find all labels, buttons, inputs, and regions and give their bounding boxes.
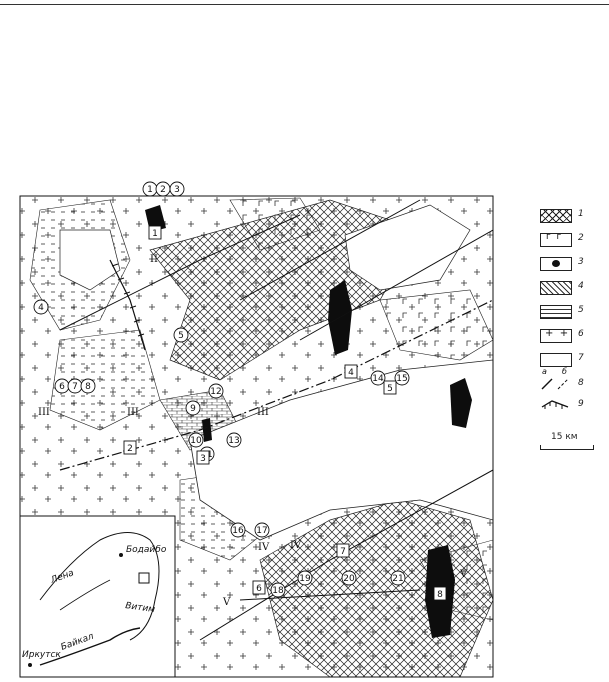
legend-label-3: 3 [578, 257, 584, 267]
inset-map [19, 515, 176, 678]
site-circle-label-21: 21 [392, 574, 403, 584]
site-circle-label-12: 12 [210, 387, 221, 397]
inset-place-2: Витим [125, 601, 156, 615]
inset-location-box [138, 572, 150, 584]
legend-label-8: 8 [578, 378, 584, 388]
legend-sub-a: а [542, 367, 547, 376]
site-circle-4 [33, 299, 49, 315]
legend-label-6: 6 [578, 329, 584, 339]
legend-sub-b: б [562, 367, 567, 376]
site-circle-label-8: 8 [85, 382, 91, 392]
legend-swatch-3 [540, 257, 572, 271]
legend-swatch-2: г г [540, 232, 572, 247]
site-circle-21 [390, 570, 406, 586]
circled-site-labels: 123456789101112131415161718192021 [33, 181, 410, 598]
legend-label-7: 7 [578, 353, 584, 363]
site-circle-label-7: 7 [72, 382, 78, 392]
site-circle-label-14: 14 [372, 374, 384, 384]
inset-place-3: Иркутск [22, 650, 61, 660]
site-circle-16 [230, 522, 246, 538]
legend-label-9: 9 [578, 399, 584, 409]
site-circle-9 [185, 400, 201, 416]
site-box-label-7: 7 [340, 547, 346, 557]
site-circle-label-20: 20 [343, 574, 355, 584]
inset-town-dot [119, 553, 123, 557]
site-circle-label-19: 19 [299, 574, 311, 584]
zone-label-II-0: II [150, 254, 158, 265]
site-box-8 [433, 586, 447, 601]
site-circle-19 [297, 570, 313, 586]
site-circle-10 [188, 432, 204, 448]
site-box-label-3: 3 [200, 454, 206, 464]
zone-label-V-7: V [459, 569, 468, 580]
legend-swatch-5 [540, 305, 572, 319]
site-circle-14 [370, 370, 386, 386]
zone-label-V-6: V [222, 597, 231, 608]
page-top-rule [0, 4, 609, 5]
unit3-body-east [450, 378, 472, 428]
site-circle-label-9: 9 [190, 404, 196, 414]
site-circle-15 [394, 370, 410, 386]
zone-label-III-1: III [38, 407, 50, 418]
site-box-5 [383, 380, 397, 395]
zone-label-IV-4: IV [258, 542, 270, 553]
site-circle-13 [226, 432, 242, 448]
site-circle-12 [208, 383, 224, 399]
legend-label-1: 1 [578, 209, 584, 219]
site-circle-label-15: 15 [396, 374, 407, 384]
site-circle-label-17: 17 [256, 526, 267, 536]
site-circle-label-3: 3 [174, 185, 180, 195]
map-frame [19, 195, 494, 678]
legend-label-4: 4 [578, 281, 584, 291]
site-circle-label-1: 1 [147, 185, 153, 195]
site-box-3 [196, 450, 210, 465]
site-circle-8 [80, 378, 96, 394]
legend-swatch-4 [540, 281, 572, 295]
site-circle-label-5: 5 [178, 331, 184, 341]
legend-label-2: 2 [578, 233, 584, 243]
legend-swatch-8 [541, 378, 569, 390]
inset-place-1: Бодайбо [126, 545, 167, 555]
site-box-label-5: 5 [387, 384, 393, 394]
unit7-central-area [189, 359, 493, 541]
site-box-label-1: 1 [152, 229, 158, 239]
site-circle-label-10: 10 [190, 436, 202, 446]
site-box-label-4: 4 [348, 368, 354, 378]
site-circle-20 [341, 570, 357, 586]
site-circle-label-2: 2 [160, 185, 166, 195]
site-box-1 [148, 225, 162, 240]
site-circle-label-16: 16 [232, 526, 244, 536]
legend-label-5: 5 [578, 305, 584, 315]
site-box-label-6: 6 [256, 584, 262, 594]
site-box-6 [252, 580, 266, 595]
site-box-4 [344, 364, 358, 379]
site-circle-label-13: 13 [228, 436, 239, 446]
site-circle-3 [169, 181, 185, 197]
legend-swatch-1 [540, 209, 572, 223]
zone-label-III-3: III [257, 407, 269, 418]
site-box-7 [336, 543, 350, 558]
zone-label-III-2: III [127, 407, 139, 418]
legend-swatch-9 [541, 400, 569, 409]
site-circle-17 [254, 522, 270, 538]
inset-lake [39, 627, 141, 666]
site-box-label-2: 2 [127, 444, 133, 454]
site-box-label-8: 8 [437, 590, 443, 600]
site-circle-label-4: 4 [38, 303, 44, 313]
site-circle-label-6: 6 [59, 382, 65, 392]
legend-swatch-7 [540, 353, 572, 367]
site-box-2 [123, 440, 137, 455]
site-circle-label-18: 18 [272, 586, 284, 596]
legend-swatch-6: + + [540, 328, 572, 343]
site-circle-18 [270, 582, 286, 598]
site-circle-5 [173, 327, 189, 343]
scale-bar [540, 445, 594, 450]
scale-label: 15 км [551, 432, 578, 442]
zone-label-IV-5: IV [290, 540, 302, 551]
